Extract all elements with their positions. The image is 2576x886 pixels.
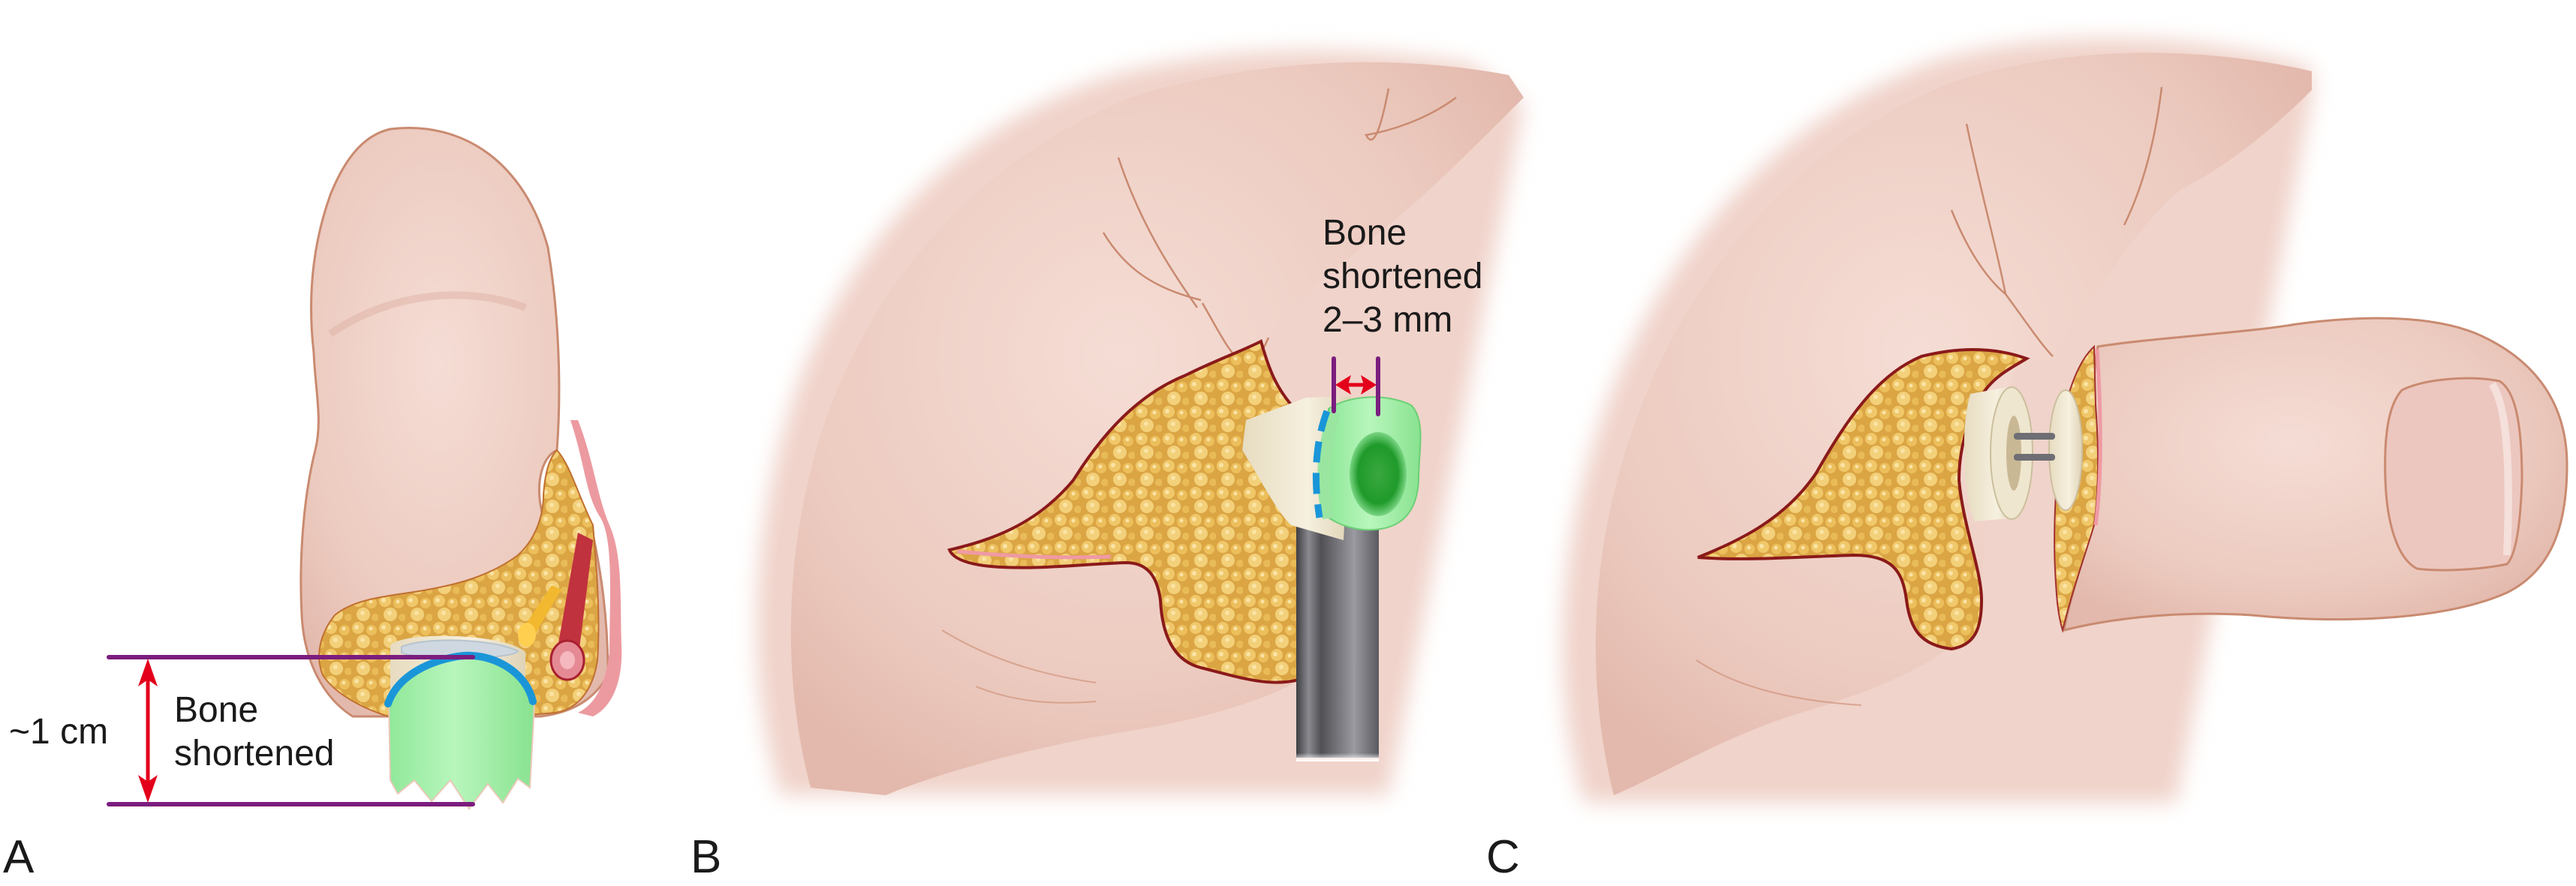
annotation-bone-shortened-b: Bone shortened 2–3 mm [1323,212,1483,342]
arrow-head-down [138,775,158,803]
skin-crease [1117,157,1199,308]
annotation-line: 2–3 mm [1323,300,1453,340]
dermis-strip [570,420,622,716]
k-wire [2014,454,2055,461]
skin-crease [2123,86,2163,226]
fingernail [2384,377,2523,572]
annotation-bone-shortened-a: Bone shortened [174,689,335,776]
panel-c-illustration [1562,38,2568,803]
panel-a-illustration [107,127,622,810]
panel-label-b: B [691,831,722,883]
panel-b-illustration [756,50,1524,796]
k-wire [2014,433,2055,440]
osteotomy-line-b [1312,410,1331,518]
annotation-line: Bone [1323,213,1407,253]
panel-label-a: A [3,831,35,883]
arrow-head-up [138,659,158,686]
annotation-line: shortened [1323,257,1483,296]
bone-marrow-cavity [1350,432,1407,516]
annotation-line: shortened [174,734,335,773]
digital-artery [555,533,593,660]
fat-layer-c-proximal [1697,348,2030,651]
distal-bone-end [2048,389,2083,511]
bone-segment-removed [387,656,536,810]
annotation-line: Bone [174,690,259,730]
panel-label-c: C [1486,831,1520,883]
measurement-label-a: ~1 cm [9,712,109,752]
knuckle-crease [328,291,527,338]
